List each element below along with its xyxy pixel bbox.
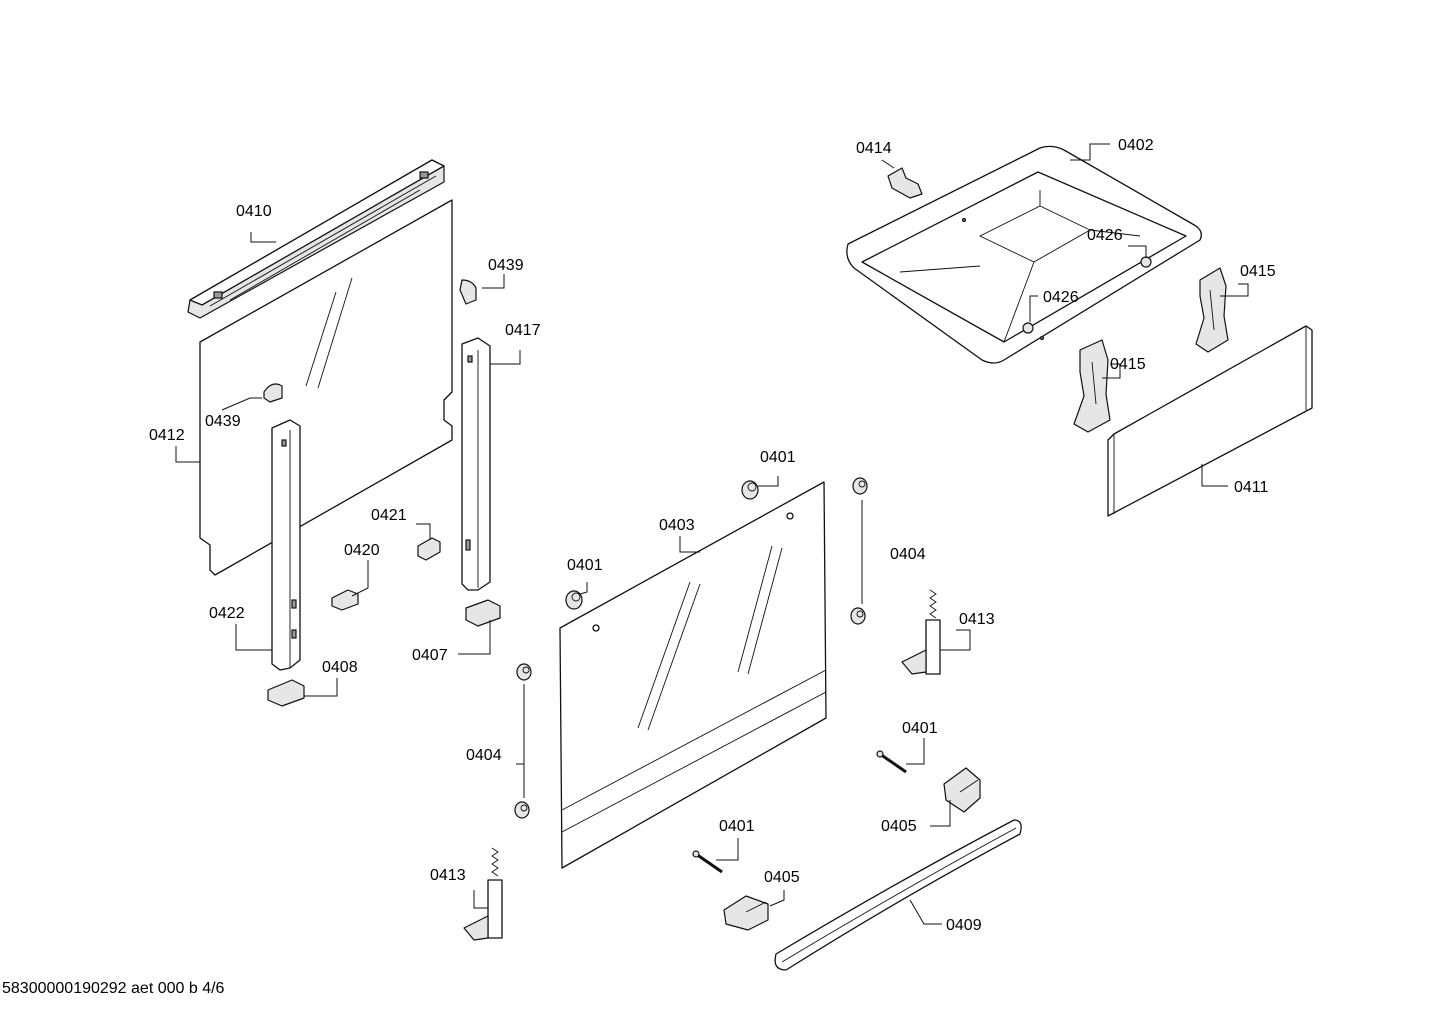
part-0408-hinge-block: [267, 679, 305, 707]
callout-0408: 0408: [322, 659, 358, 676]
part-0404-bumpers-right: [850, 477, 868, 625]
callout-0401-d: 0401: [719, 818, 755, 835]
callout-0401-c: 0401: [902, 720, 938, 737]
part-0413-hinge-right: [901, 589, 941, 675]
callout-0426-a: 0426: [1087, 227, 1123, 244]
part-0411-drawer-front: [1107, 325, 1313, 517]
part-0404-bumpers-left: [514, 663, 532, 819]
part-0421-bracket: [417, 537, 441, 561]
part-0439-clip-b: [459, 279, 477, 305]
part-0401-bumper-b: [565, 590, 583, 610]
callout-0407: 0407: [412, 647, 448, 664]
part-0415-runner-a: [1195, 267, 1229, 353]
callout-0404-a: 0404: [890, 546, 926, 563]
callout-0417: 0417: [505, 322, 541, 339]
part-0401-screw-c: [876, 750, 907, 774]
part-0403-outer-door: [559, 481, 827, 869]
callout-0402: 0402: [1118, 137, 1154, 154]
callout-0412: 0412: [149, 427, 185, 444]
callout-0415-a: 0415: [1240, 263, 1276, 280]
callout-0414: 0414: [856, 140, 892, 157]
callout-0403: 0403: [659, 517, 695, 534]
part-0420-bracket: [331, 589, 359, 611]
callout-0404-b: 0404: [466, 747, 502, 764]
part-0412-glass-pane: [199, 199, 453, 576]
callout-0405-a: 0405: [881, 818, 917, 835]
part-0402-drawer-tray: [846, 145, 1202, 364]
part-0401-screw-d: [692, 850, 723, 874]
callout-0426-b: 0426: [1043, 289, 1079, 306]
callout-0405-b: 0405: [764, 869, 800, 886]
part-0405-end-cap-left: [723, 895, 769, 931]
part-0409-handle-bar: [774, 819, 1022, 971]
part-0401-bumper-a: [741, 480, 759, 500]
part-0417-right-rail: [461, 337, 491, 591]
callout-0411: 0411: [1234, 479, 1269, 496]
callout-0413-b: 0413: [430, 867, 466, 884]
callout-0439-b: 0439: [488, 257, 524, 274]
callout-0401-a: 0401: [760, 449, 796, 466]
part-0407-hinge-block: [465, 599, 501, 627]
callout-0413-a: 0413: [959, 611, 995, 628]
part-0414-bracket: [887, 167, 923, 199]
part-0405-end-cap-right: [943, 767, 981, 813]
document-id: 58300000190292 aet 000 b 4/6: [2, 980, 225, 997]
leader-lines: [175, 143, 1249, 925]
part-0415-runner-b: [1073, 339, 1111, 433]
part-0439-clip-a: [263, 383, 283, 403]
callout-labels: 0410 0412 0439 0439 0417 0421 0420 0422 …: [149, 137, 1276, 934]
callout-0410: 0410: [236, 203, 272, 220]
callout-0439-a: 0439: [205, 413, 241, 430]
callout-0421: 0421: [371, 507, 407, 524]
callout-0401-b: 0401: [567, 557, 603, 574]
callout-0409: 0409: [946, 917, 982, 934]
part-0422-left-rail: [271, 419, 301, 671]
callout-0422: 0422: [209, 605, 245, 622]
part-0413-hinge-left: [463, 847, 503, 941]
part-0410-top-trim: [187, 159, 445, 319]
callout-0420: 0420: [344, 542, 380, 559]
callout-0415-b: 0415: [1110, 356, 1146, 373]
